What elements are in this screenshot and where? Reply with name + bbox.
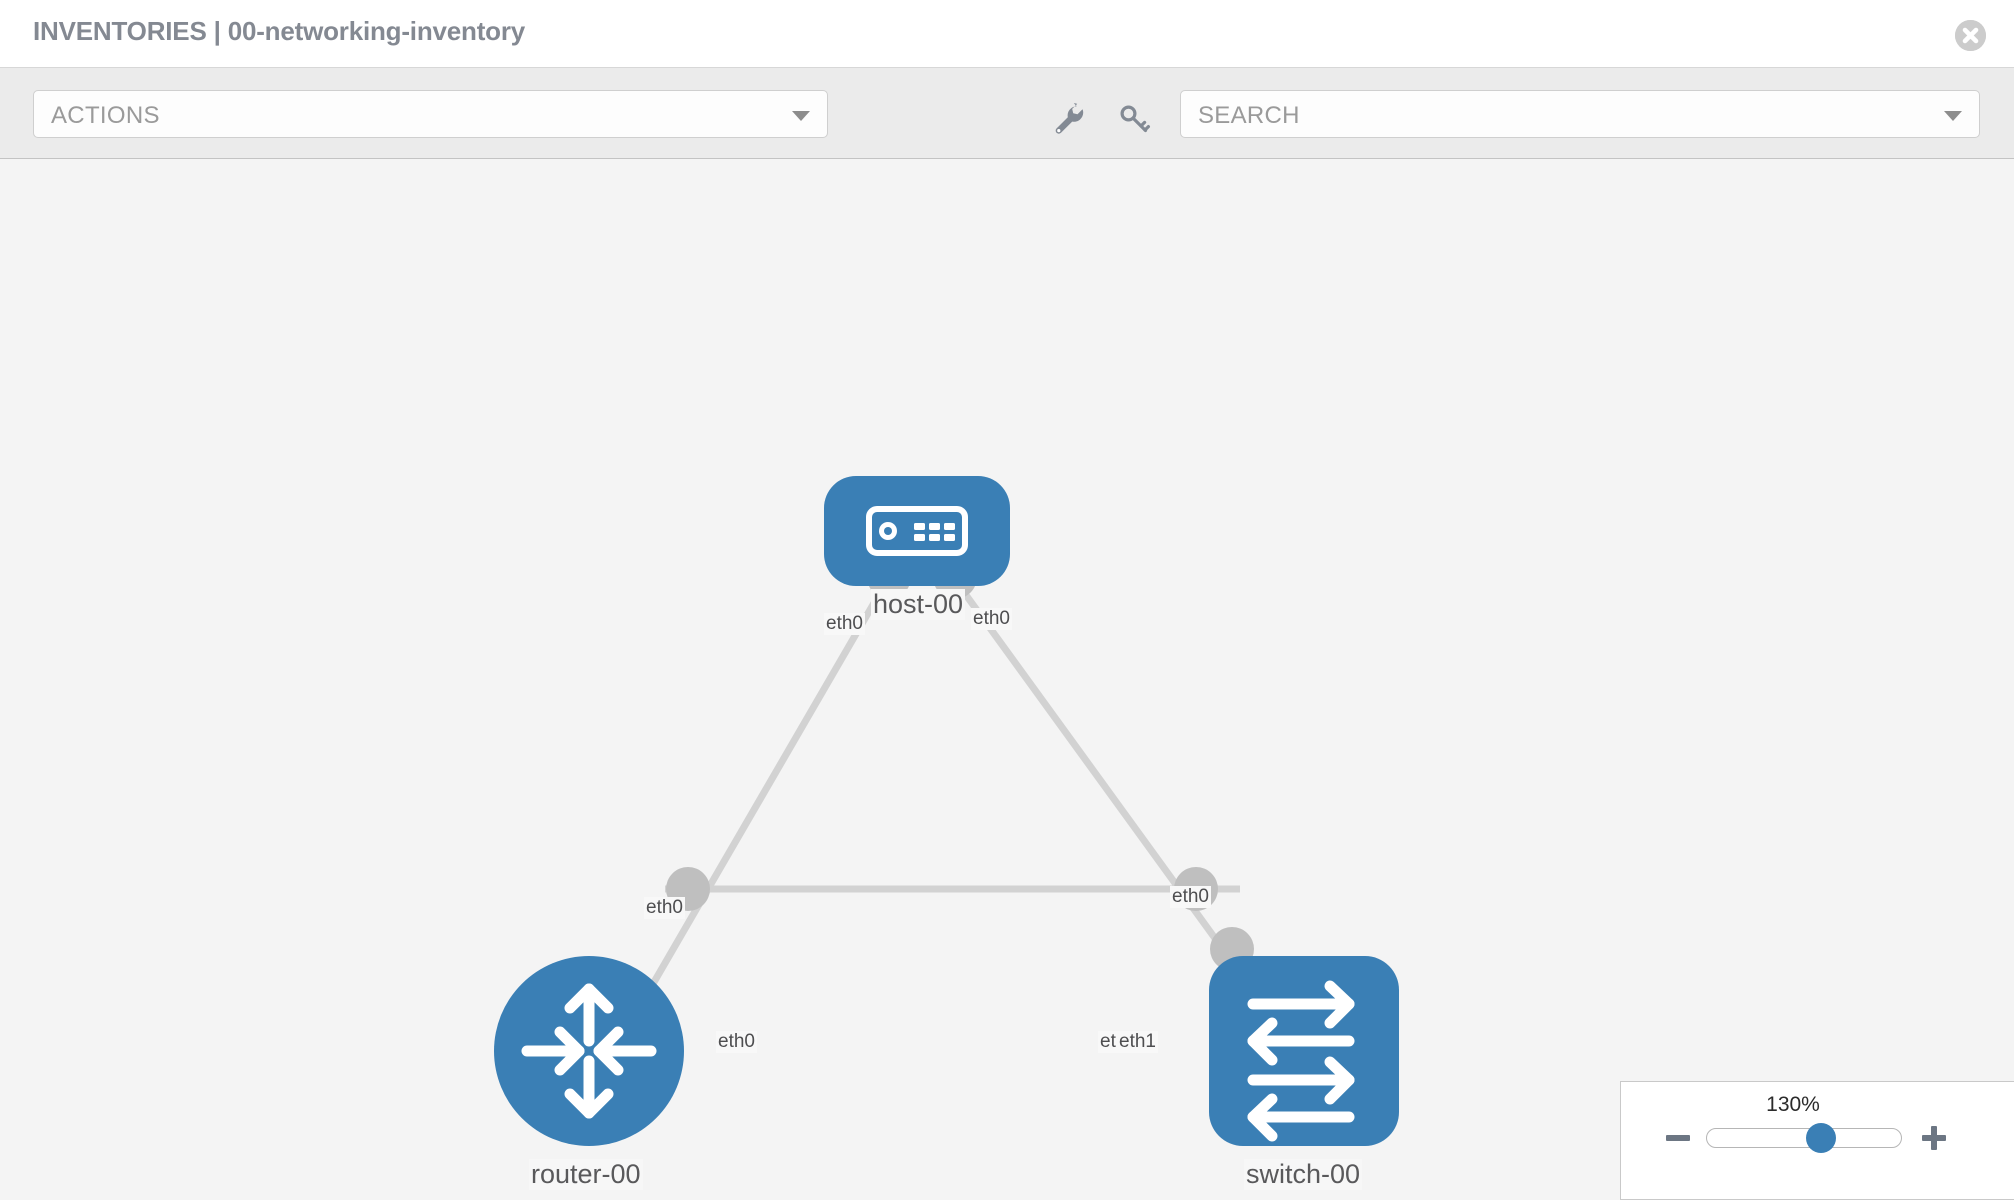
router-arrows-icon xyxy=(521,983,657,1119)
chevron-down-icon[interactable] xyxy=(1944,111,1962,121)
node-label-switch-00: switch-00 xyxy=(1244,1159,1363,1190)
link-host-router xyxy=(646,582,889,991)
toolbar: ACTIONS SEARCH xyxy=(0,68,2014,159)
node-label-host-00: host-00 xyxy=(871,589,966,620)
zoom-level-value: 130% xyxy=(1766,1093,1820,1116)
node-host-00 xyxy=(824,476,1010,586)
search-input[interactable]: SEARCH xyxy=(1180,90,1980,138)
actions-dropdown-label: ACTIONS xyxy=(51,102,160,129)
interface-label-host-eth0-right: eth0 xyxy=(971,608,1012,630)
switch-exchange-icon xyxy=(1247,980,1355,1142)
topology-canvas[interactable]: eth0 eth0 eth0 eth0 eth0 eth0 eth1 host-… xyxy=(0,159,2014,1200)
key-icon[interactable] xyxy=(1117,102,1151,136)
close-icon[interactable] xyxy=(1955,20,1986,51)
interface-label-switch-eth1: eth1 xyxy=(1117,1031,1158,1053)
zoom-in-button[interactable] xyxy=(1922,1126,1946,1150)
interface-label-host-eth0-left: eth0 xyxy=(824,613,865,635)
server-icon xyxy=(866,506,968,556)
topology-links xyxy=(646,581,1240,991)
node-switch-00 xyxy=(1209,956,1399,1146)
search-placeholder: SEARCH xyxy=(1198,102,1300,129)
topology-graph xyxy=(494,476,1399,1146)
server-icon-details xyxy=(879,522,955,541)
chevron-down-icon xyxy=(792,111,810,121)
actions-dropdown[interactable]: ACTIONS xyxy=(33,90,828,138)
zoom-out-button[interactable] xyxy=(1666,1135,1690,1141)
node-router-00 xyxy=(494,956,684,1146)
node-label-router-00: router-00 xyxy=(529,1159,643,1190)
zoom-slider-track[interactable] xyxy=(1706,1128,1902,1148)
interface-label-router-eth0-up: eth0 xyxy=(644,897,685,919)
zoom-control-panel: 130% xyxy=(1620,1081,2014,1200)
wrench-icon[interactable] xyxy=(1051,102,1085,136)
page-header: INVENTORIES | 00-networking-inventory xyxy=(0,0,2014,68)
zoom-slider-thumb[interactable] xyxy=(1805,1123,1836,1153)
page-title: INVENTORIES | 00-networking-inventory xyxy=(33,16,526,46)
interface-label-switch-eth0-up: eth0 xyxy=(1170,886,1211,908)
interface-label-router-eth0: eth0 xyxy=(716,1031,757,1053)
